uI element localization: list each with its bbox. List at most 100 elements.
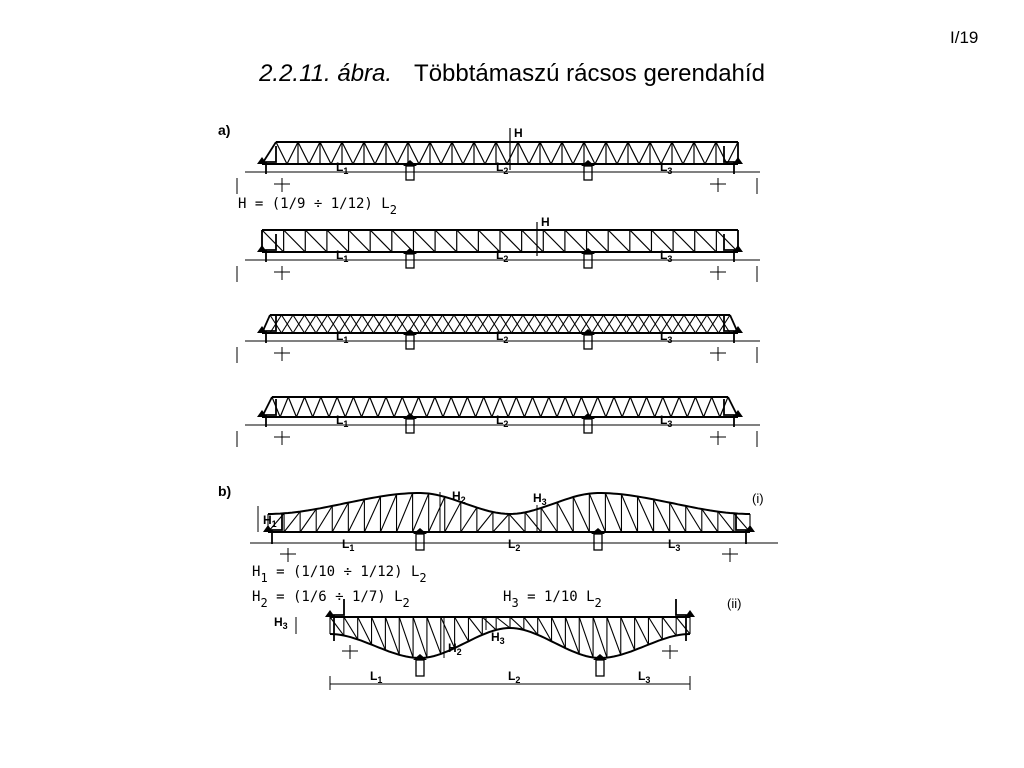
diagonal-member	[647, 616, 663, 640]
diagonal-member	[412, 493, 430, 533]
bearing	[257, 157, 267, 164]
diagonal-member	[629, 396, 639, 418]
diagonal-member	[304, 229, 328, 253]
abutment	[333, 599, 345, 641]
diagonal-member	[637, 314, 650, 334]
diagonal-member	[361, 314, 374, 334]
abutment	[271, 514, 283, 544]
bearing	[581, 413, 595, 419]
diagonal-member	[597, 396, 607, 418]
diagonal-member	[462, 141, 475, 165]
span-label-l1: L1	[336, 248, 348, 264]
pier	[583, 418, 593, 434]
diagonal-member	[521, 229, 544, 253]
h3-label-ii-mid: H3	[491, 630, 505, 646]
diagonal-member	[363, 496, 381, 533]
diagonal-member	[458, 396, 468, 418]
diagonal-member	[440, 616, 456, 649]
bearing	[581, 329, 595, 335]
diagonal-member	[348, 229, 371, 253]
diagonal-member	[329, 616, 345, 636]
diagonal-member	[473, 141, 486, 165]
pier	[405, 165, 415, 181]
diagonal-member	[517, 141, 530, 165]
span-label-l3: L3	[638, 669, 650, 685]
diagonal-member	[564, 616, 580, 655]
diagonal-member	[352, 396, 363, 418]
diagonal-member	[686, 396, 696, 418]
diagonal-member	[588, 493, 606, 533]
diagonal-member	[507, 396, 517, 418]
diagonal-member	[557, 314, 570, 334]
abutment	[675, 599, 687, 641]
diagonal-member	[607, 229, 631, 253]
diagonal-member	[304, 396, 314, 418]
diagonal-member	[564, 396, 574, 418]
diagonal-member	[330, 141, 343, 165]
abutment	[265, 146, 277, 174]
diagonal-member	[347, 499, 365, 533]
diagonal-member	[711, 396, 721, 418]
variant-ii-label: (ii)	[727, 596, 741, 611]
span-label-l3: L3	[668, 537, 680, 553]
diagonal-member	[589, 396, 599, 418]
diagonal-member	[275, 141, 288, 165]
diagonal-member	[715, 141, 728, 165]
diagonal-member	[522, 314, 535, 334]
diagonal-member	[572, 141, 585, 165]
diagonal-member	[429, 141, 442, 165]
diagonal-member	[320, 396, 330, 418]
diagonal-member	[454, 616, 469, 642]
top-chord	[268, 492, 750, 516]
diagonal-member	[594, 141, 607, 165]
diagonal-member	[605, 141, 618, 165]
diagonal-member	[393, 396, 403, 418]
diagonal-member	[343, 616, 359, 640]
pier	[593, 533, 603, 551]
diagonal-member	[572, 496, 590, 533]
diagonal-member	[627, 141, 640, 165]
diagonal-member	[638, 141, 651, 165]
span-label-l2: L2	[496, 248, 508, 264]
span-label-l3: L3	[660, 413, 672, 429]
diagonal-member	[319, 141, 332, 165]
bearing	[257, 245, 267, 252]
span-label-l2: L2	[496, 413, 508, 429]
diagonal-member	[604, 492, 622, 533]
diagonal-member	[661, 616, 677, 636]
diagonal-member	[374, 141, 387, 165]
diagonal-member	[704, 141, 717, 165]
diagonal-member	[537, 616, 553, 642]
diagonal-member	[532, 396, 542, 418]
diagonal-member	[511, 314, 524, 334]
h2-label-i: H2	[452, 489, 466, 505]
diagonal-member	[534, 314, 547, 334]
diagonal-member	[468, 616, 483, 636]
diagonal-member	[338, 314, 351, 334]
diagonal-member	[603, 314, 616, 334]
diagonal-member	[682, 141, 695, 165]
figure-caption: Többtámaszú rácsos gerendahíd	[414, 60, 765, 87]
diagonal-member	[476, 511, 494, 533]
bearing	[263, 525, 273, 532]
diagonal-member	[373, 314, 386, 334]
diagonal-member	[528, 141, 541, 165]
diagonal-member	[352, 141, 365, 165]
diagonal-member	[442, 396, 452, 418]
diagonal-member	[515, 396, 525, 418]
diagonal-member	[331, 502, 349, 533]
abutment	[265, 234, 277, 262]
pier	[415, 659, 425, 677]
diagonal-member	[297, 141, 310, 165]
diagonal-member	[409, 396, 420, 418]
figure-number: 2.2.11. ábra.	[259, 60, 393, 87]
bearing	[733, 157, 743, 164]
formula-h2: H2 = (1/6 ÷ 1/7) L2	[252, 589, 410, 610]
diagonal-member	[377, 396, 387, 418]
part-a-label: a)	[218, 122, 230, 138]
diagonal-member	[453, 314, 466, 334]
